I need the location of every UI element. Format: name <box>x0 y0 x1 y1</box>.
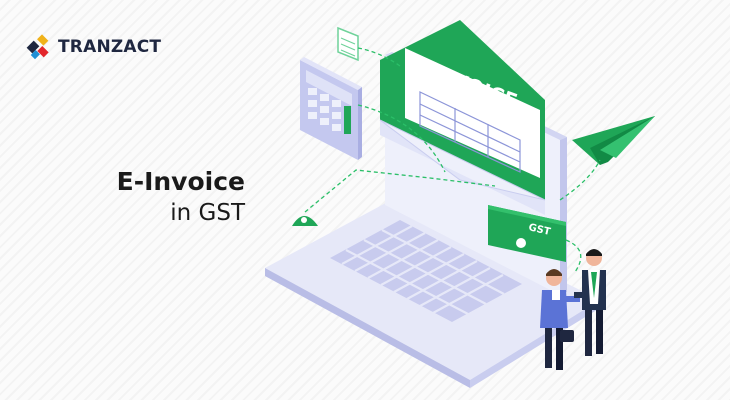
brand-name: TRANZACT <box>58 37 162 57</box>
map-pin-icon <box>292 216 318 226</box>
page-title: E-Invoice in GST <box>0 166 245 228</box>
gst-card: GST <box>488 205 566 262</box>
receipt-icon <box>337 26 359 62</box>
paper-plane-icon <box>572 116 655 165</box>
card-label: GST <box>527 222 551 238</box>
title-line-1: E-Invoice <box>116 167 245 196</box>
briefcase-icon <box>560 330 574 342</box>
title-line-2: in GST <box>170 200 245 226</box>
tranzact-logo-icon <box>26 34 49 60</box>
brand-logo[interactable]: TRANZACT <box>26 34 161 60</box>
card-chip-icon <box>516 238 526 248</box>
calculator-icon <box>300 57 362 160</box>
business-people <box>540 249 606 370</box>
invoice-envelope: E INVOICE <box>379 20 546 215</box>
